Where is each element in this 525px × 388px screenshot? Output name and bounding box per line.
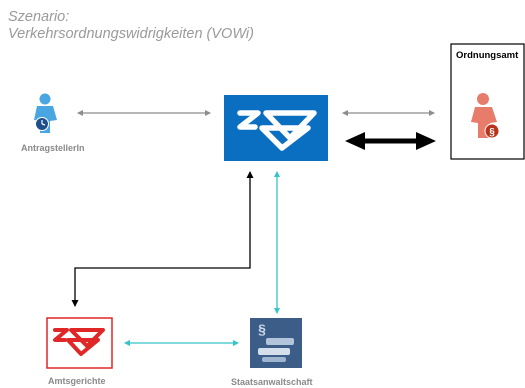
prosecutor-label: Staatsanwaltschaft <box>231 377 313 387</box>
scenario-title: Szenario: Verkehrsordnungswidrigkeiten (… <box>8 9 254 43</box>
applicant-label: AntragstellerIn <box>21 143 85 153</box>
person-clock-icon <box>34 93 57 133</box>
envelope-logo-icon <box>53 328 105 356</box>
court-label: Amtsgerichte <box>48 376 106 386</box>
svg-text:§: § <box>489 127 495 138</box>
scenario-title-line1: Szenario: <box>8 9 70 25</box>
envelope-logo-icon <box>237 110 317 151</box>
arrow-hub-court <box>71 171 254 307</box>
arrow-hub-authority-thick <box>345 132 436 150</box>
scenario-title-line2: Verkehrsordnungswidrigkeiten (VOWi) <box>8 26 254 42</box>
prosecutor-node[interactable]: § <box>250 318 302 368</box>
svg-text:§: § <box>258 321 266 337</box>
authority-label: Ordnungsamt <box>456 50 519 61</box>
court-node[interactable] <box>46 317 113 369</box>
hub-node[interactable] <box>224 95 328 161</box>
paragraph-documents-icon: § <box>258 321 294 362</box>
person-paragraph-icon: § <box>471 93 500 139</box>
